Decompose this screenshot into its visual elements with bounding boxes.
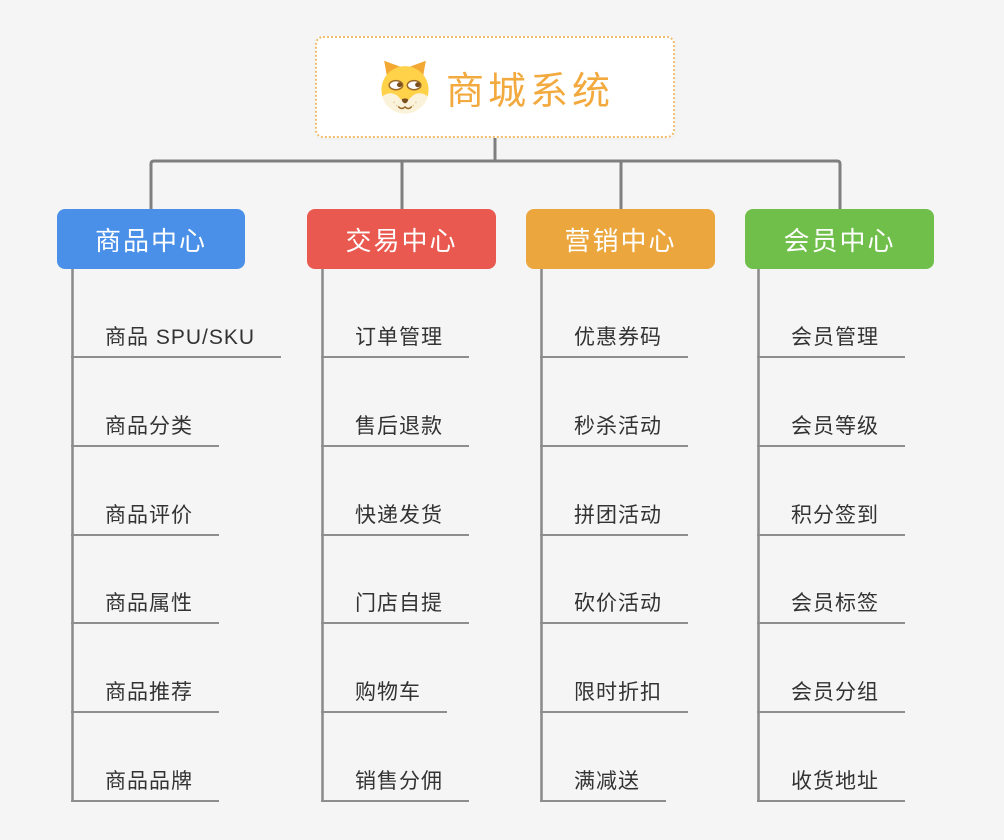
child-item[interactable]: 限时折扣 [540, 675, 688, 713]
root-title: 商城系统 [445, 70, 614, 113]
child-item[interactable]: 商品 SPU/SKU [71, 320, 282, 358]
branch-member-center[interactable]: 会员中心 [745, 209, 934, 269]
branch-bus-line [149, 159, 842, 212]
child-item[interactable]: 会员标签 [757, 586, 905, 624]
child-item[interactable]: 订单管理 [321, 320, 469, 358]
child-item[interactable]: 优惠券码 [540, 320, 688, 358]
child-item[interactable]: 快递发货 [321, 498, 469, 536]
child-item[interactable]: 商品评价 [71, 498, 219, 536]
child-item[interactable]: 商品分类 [71, 409, 219, 447]
child-item[interactable]: 商品品牌 [71, 764, 219, 802]
child-item[interactable]: 商品属性 [71, 586, 219, 624]
child-item[interactable]: 收货地址 [757, 764, 905, 802]
child-item[interactable]: 门店自提 [321, 586, 469, 624]
child-item[interactable]: 积分签到 [757, 498, 905, 536]
branch-product-center[interactable]: 商品中心 [57, 209, 245, 269]
dog-face-icon [376, 58, 434, 116]
child-item[interactable]: 会员等级 [757, 409, 905, 447]
child-item[interactable]: 购物车 [321, 675, 447, 713]
child-item[interactable]: 秒杀活动 [540, 409, 688, 447]
branch-marketing-center[interactable]: 营销中心 [526, 209, 715, 269]
child-item[interactable]: 售后退款 [321, 409, 469, 447]
branch-trade-center[interactable]: 交易中心 [307, 209, 496, 269]
child-item[interactable]: 满减送 [540, 764, 666, 802]
child-item[interactable]: 砍价活动 [540, 586, 688, 624]
child-item[interactable]: 会员管理 [757, 320, 905, 358]
child-item[interactable]: 商品推荐 [71, 675, 219, 713]
child-item[interactable]: 销售分佣 [321, 764, 469, 802]
child-item[interactable]: 拼团活动 [540, 498, 688, 536]
child-item[interactable]: 会员分组 [757, 675, 905, 713]
root-node[interactable]: 商城系统 [315, 36, 675, 138]
